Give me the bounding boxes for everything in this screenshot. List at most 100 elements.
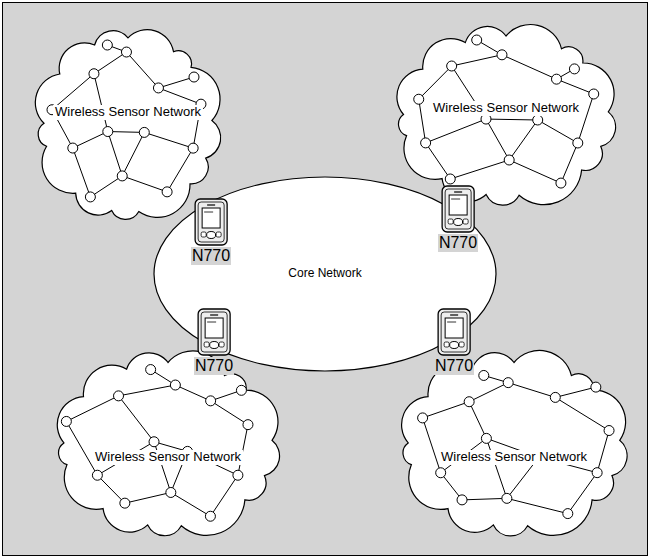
- sensor-node: [504, 155, 514, 165]
- sensor-node: [85, 192, 95, 202]
- sensor-node: [591, 382, 601, 392]
- sensor-link: [555, 397, 609, 430]
- network-label: Core Network: [288, 267, 361, 281]
- pda-icon: [442, 186, 474, 232]
- sensor-link: [423, 402, 470, 418]
- pda-button: [448, 219, 453, 224]
- sensor-node: [414, 94, 424, 104]
- sensor-node: [445, 174, 455, 184]
- sensor-link: [469, 402, 486, 439]
- sensor-node: [206, 396, 216, 406]
- cloud-outline: [57, 351, 279, 536]
- sensor-node: [556, 178, 566, 188]
- sensor-link: [108, 132, 122, 176]
- pda-icon: [198, 309, 230, 355]
- sensor-link: [94, 52, 127, 74]
- sensor-node: [170, 380, 180, 390]
- sensor-link: [486, 119, 509, 160]
- sensor-link: [175, 385, 210, 401]
- sensor-node: [61, 416, 71, 426]
- gateway-device: N770: [192, 308, 236, 380]
- sensor-node: [189, 72, 199, 82]
- sensor-node: [146, 365, 156, 375]
- sensor-node: [464, 397, 474, 407]
- sensor-node: [233, 470, 243, 480]
- gateway-device: N770: [436, 185, 480, 257]
- sensor-link: [597, 431, 609, 473]
- sensor-node: [472, 35, 482, 45]
- sensor-link: [73, 132, 108, 149]
- sensor-node: [68, 143, 78, 153]
- pda-screen: [205, 318, 223, 338]
- sensor-link: [419, 99, 426, 143]
- sensor-node: [205, 511, 215, 521]
- sensor-node: [533, 115, 543, 125]
- sensor-link: [462, 498, 507, 500]
- device-shape: [436, 185, 480, 233]
- sensor-network-cloud: Wireless Sensor Network: [388, 342, 640, 547]
- device-label: N770: [194, 357, 234, 375]
- sensor-link: [94, 74, 108, 132]
- sensor-node: [457, 495, 467, 505]
- pda-screen-line: [204, 212, 213, 213]
- sensor-node: [503, 378, 513, 388]
- pda-rim: [445, 189, 471, 229]
- device-shape: [192, 308, 236, 356]
- pda-screen: [449, 195, 467, 215]
- cloud-outline: [397, 25, 616, 206]
- device-label: N770: [434, 357, 474, 375]
- pda-screen-line: [447, 322, 456, 323]
- sensor-network-cloud: Wireless Sensor Network: [44, 342, 292, 547]
- sensor-link: [66, 421, 97, 475]
- sensor-node: [497, 50, 507, 60]
- sensor-link: [555, 387, 596, 397]
- sensor-node: [569, 64, 579, 74]
- sensor-node: [153, 83, 163, 93]
- sensor-node: [149, 437, 159, 447]
- network-label: Wireless Sensor Network: [439, 450, 589, 465]
- sensor-link: [452, 55, 502, 66]
- pda-rim: [198, 202, 224, 242]
- sensor-node: [436, 468, 446, 478]
- sensor-link: [158, 88, 201, 104]
- cloud-outline: [35, 30, 220, 220]
- sensor-link: [119, 385, 176, 396]
- pda-screen-line: [207, 322, 216, 323]
- pda-body: [442, 186, 474, 232]
- network-label: Wireless Sensor Network: [431, 101, 581, 116]
- sensor-link: [469, 383, 508, 402]
- sensor-node: [243, 420, 253, 430]
- sensor-node: [92, 470, 102, 480]
- sensor-link: [158, 77, 194, 88]
- sensor-node: [162, 187, 172, 197]
- sensor-link: [486, 438, 506, 498]
- sensor-link: [144, 132, 193, 148]
- pda-speaker: [210, 314, 218, 315]
- cloud-outline: [402, 350, 627, 535]
- pda-button: [463, 219, 468, 224]
- sensor-link: [508, 383, 555, 398]
- pda-joystick: [207, 232, 216, 239]
- pda-button: [459, 342, 464, 347]
- pda-rim: [201, 312, 227, 352]
- sensor-link: [66, 396, 118, 422]
- sensor-node: [166, 487, 176, 497]
- pda-button: [216, 232, 221, 237]
- sensor-link: [486, 119, 538, 121]
- sensor-link: [122, 132, 144, 176]
- sensor-link: [211, 401, 248, 425]
- network-label: Wireless Sensor Network: [53, 105, 203, 120]
- pda-button: [219, 342, 224, 347]
- pda-joystick: [450, 342, 459, 349]
- device-label: N770: [438, 234, 478, 252]
- sensor-node: [551, 74, 561, 84]
- pda-icon: [438, 309, 470, 355]
- sensor-node: [481, 433, 491, 443]
- gateway-device: N770: [432, 308, 476, 380]
- sensor-node: [563, 509, 573, 519]
- pda-icon: [195, 199, 227, 245]
- sensor-node: [421, 138, 431, 148]
- cloud-shape: [388, 342, 640, 547]
- sensor-link: [507, 498, 568, 513]
- sensor-node: [89, 69, 99, 79]
